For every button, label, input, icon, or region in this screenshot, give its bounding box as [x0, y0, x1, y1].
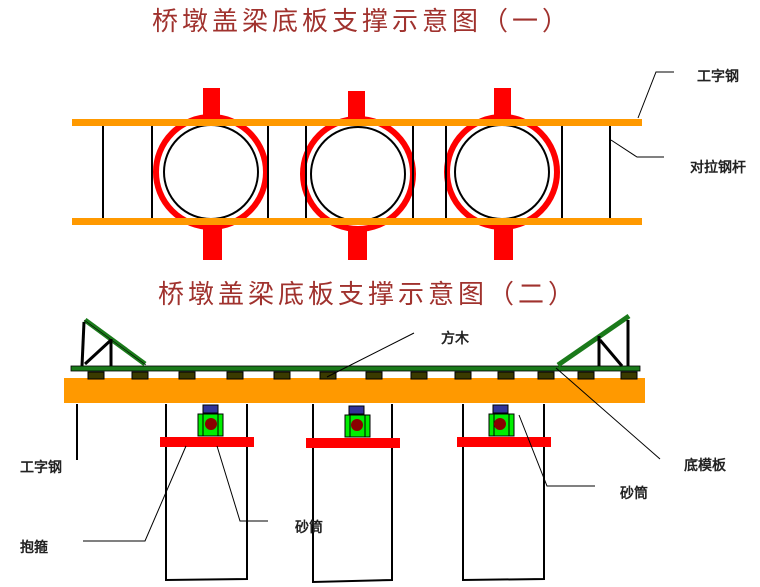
timber-block: [178, 371, 196, 380]
hoop-bar-bottom-3: [494, 225, 513, 260]
timber-block: [226, 371, 244, 380]
hoop-band-3: [457, 437, 551, 447]
hoop-bar-top-2: [348, 91, 365, 124]
label-sand-cylinder-left: 砂筒: [294, 519, 323, 536]
i-beam-top: [72, 119, 642, 126]
label-tie-rod: 对拉钢杆: [690, 159, 746, 176]
timber-block: [497, 371, 515, 380]
label-bottom-formwork: 底模板: [684, 457, 727, 474]
sand-cylinder-1: [197, 404, 224, 437]
bottom-formwork: [70, 365, 641, 372]
pier-column: [312, 445, 393, 584]
pier-upper-lines: [76, 404, 545, 460]
label-timber: 方木: [441, 330, 470, 347]
leader-hoop: [83, 445, 187, 542]
sand-cylinder-3: [488, 404, 515, 437]
pier-column: [462, 445, 545, 582]
i-beam-bottom: [72, 218, 642, 225]
leader-tie-rod: [610, 139, 664, 158]
i-beam-main: [64, 378, 645, 403]
timber-block: [87, 371, 105, 380]
tie-rods: [102, 125, 611, 218]
diagram1-title: 桥墩盖梁底板支撑示意图（一）: [152, 7, 572, 37]
timber-block: [410, 371, 428, 380]
side-formwork-left: [80, 317, 147, 367]
hoop-band-1: [160, 437, 254, 447]
pier-column-2: [310, 126, 406, 222]
pier-column: [165, 445, 248, 582]
leader-bottom-formwork: [555, 367, 661, 460]
hoop-bar-bottom-2: [348, 225, 367, 260]
timber-block: [577, 371, 595, 380]
timber-block: [131, 371, 149, 380]
label-sand-cylinder-right: 砂筒: [619, 485, 648, 502]
pier-columns: [165, 445, 545, 584]
timber-block: [365, 371, 383, 380]
label-i-beam-2: 工字钢: [20, 459, 62, 476]
label-hoop: 抱箍: [20, 539, 48, 556]
side-formwork-right: [556, 313, 631, 368]
timber-block: [454, 371, 472, 380]
timber-block: [319, 371, 337, 380]
pier-column-3: [454, 124, 550, 220]
leader-sand-cylinder-right: [518, 414, 595, 487]
sand-cylinder-2: [344, 405, 371, 438]
pier-column-1: [163, 124, 259, 220]
timber-block: [620, 371, 638, 380]
timber-blocks: [87, 371, 638, 380]
label-i-beam: 工字钢: [697, 68, 739, 85]
leader-i-beam: [637, 71, 674, 119]
leader-timber: [326, 332, 415, 378]
leader-sand-cylinder-left: [216, 445, 268, 522]
hoop-bar-bottom-1: [203, 225, 222, 260]
diagram2-title: 桥墩盖梁底板支撑示意图（二）: [158, 280, 578, 310]
hoop-band-2: [306, 438, 400, 448]
timber-block: [537, 371, 555, 380]
timber-block: [273, 371, 291, 380]
